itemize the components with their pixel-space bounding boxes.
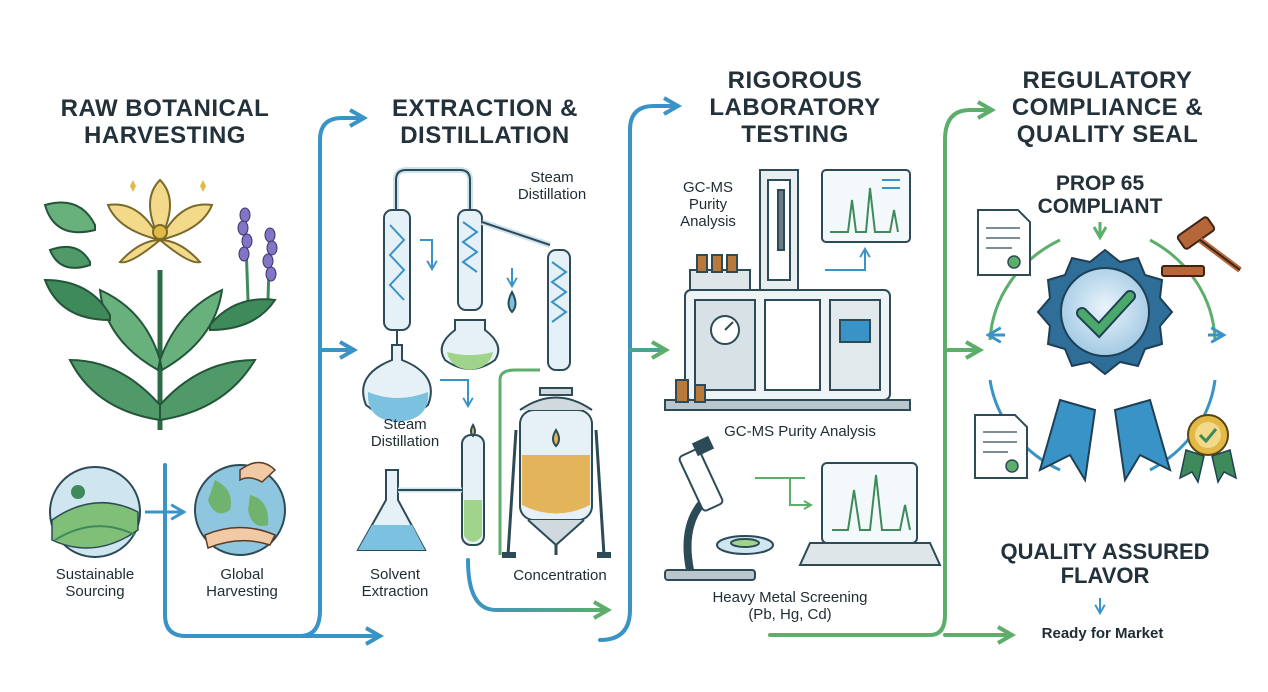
flow-arrow-3 <box>768 100 997 637</box>
lavender-icon <box>237 207 278 301</box>
badge-icon <box>1178 414 1238 484</box>
flow-connectors <box>163 96 1017 646</box>
sourcing-line2: Sourcing <box>65 582 125 600</box>
gcms-caption: GC-MS Purity Analysis <box>700 423 900 441</box>
stage-2-title-line2: DISTILLATION <box>400 121 570 149</box>
steam-top-line1: Steam <box>530 169 574 186</box>
stage-2-title-line1: EXTRACTION & <box>392 95 578 122</box>
stage-1-title: RAW BOTANICAL HARVESTING <box>40 95 290 150</box>
gc-ms-instrument-icon <box>664 169 911 411</box>
gcms-side-line1: GC-MS <box>683 179 733 196</box>
compliance-ring <box>985 222 1227 472</box>
steam-mid-line1: Steam <box>383 416 427 433</box>
sustainable-sourcing-label: Sustainable Sourcing <box>35 566 155 601</box>
field-icon <box>49 466 141 558</box>
gcms-side-line3: Analysis <box>680 212 736 230</box>
gcms-side-label: GC-MS Purity Analysis <box>668 179 748 230</box>
stage-3-title: RIGOROUS LABORATORY TESTING <box>680 67 910 149</box>
award-seal-icon <box>1036 248 1174 483</box>
document-icon <box>974 209 1031 479</box>
prop-line1: PROP 65 <box>1055 172 1145 195</box>
assured-line1: QUALITY ASSURED <box>1000 539 1210 564</box>
solvent-line2: Extraction <box>361 582 429 600</box>
stage-3-title-line3: TESTING <box>741 120 849 148</box>
prop65-label: PROP 65 COMPLIANT <box>1015 172 1185 218</box>
vanilla-flower-icon <box>106 178 214 264</box>
global-harvesting-label: Global Harvesting <box>182 566 302 601</box>
stage-4-title-line2: COMPLIANCE & <box>1011 93 1204 121</box>
gavel-icon <box>1161 216 1242 277</box>
flow-arrow-1-up <box>298 108 369 638</box>
condenser-icon <box>383 209 411 331</box>
solvent-extraction-label: Solvent Extraction <box>345 566 445 601</box>
stage-3-title-line1: RIGOROUS <box>727 67 863 94</box>
stage-4-title-line1: REGULATORY <box>1022 67 1193 94</box>
steam-distillation-top-label: Steam Distillation <box>497 169 607 204</box>
flow-arrow-1 <box>163 463 385 646</box>
gcms-side-line2: Purity <box>688 195 728 213</box>
sourcing-line1: Sustainable <box>55 566 135 583</box>
quality-assured-label: QUALITY ASSURED FLAVOR <box>980 539 1230 589</box>
botanical-illustration <box>43 178 278 430</box>
reactor-icon <box>498 368 611 558</box>
stage-1-title-line2: HARVESTING <box>84 121 246 149</box>
mint-leaf-icon <box>43 201 277 422</box>
stage-2-title: EXTRACTION & DISTILLATION <box>370 95 600 150</box>
ready-text: Ready for Market <box>1041 625 1164 642</box>
microscope-icon <box>664 435 774 581</box>
solvent-line1: Solvent <box>369 566 421 583</box>
metal-line1: Heavy Metal Screening <box>712 589 868 606</box>
concentration-label: Concentration <box>495 567 625 585</box>
prop-line2: COMPLIANT <box>1037 195 1163 219</box>
laptop-spectrum-icon <box>798 462 942 566</box>
global-line1: Global <box>220 566 264 583</box>
flow-arrow-2-up <box>598 96 683 642</box>
heavy-metal-label: Heavy Metal Screening (Pb, Hg, Cd) <box>680 589 900 624</box>
chart-monitor-icon <box>821 169 911 243</box>
flow-arrow-2 <box>466 558 613 620</box>
ready-for-market-label: Ready for Market <box>1020 625 1185 643</box>
stage-4-title-line3: QUALITY SEAL <box>1016 120 1199 148</box>
global-line2: Harvesting <box>206 582 278 600</box>
stage-4-title: REGULATORY COMPLIANCE & QUALITY SEAL <box>975 67 1240 149</box>
stage-1-title-line1: RAW BOTANICAL <box>60 95 270 122</box>
gcms-caption-text: GC-MS Purity Analysis <box>724 423 876 440</box>
steam-distillation-mid-label: Steam Distillation <box>350 416 460 451</box>
assured-line2: FLAVOR <box>1060 563 1150 589</box>
distillation-apparatus <box>356 167 611 558</box>
metal-line2: (Pb, Hg, Cd) <box>748 605 832 623</box>
flask-icon <box>362 344 432 422</box>
concentration-text: Concentration <box>513 567 607 584</box>
steam-mid-line2: Distillation <box>370 432 440 450</box>
stage-3-title-line2: LABORATORY <box>709 93 881 121</box>
globe-hands-icon <box>194 461 286 556</box>
steam-top-line2: Distillation <box>517 185 587 203</box>
